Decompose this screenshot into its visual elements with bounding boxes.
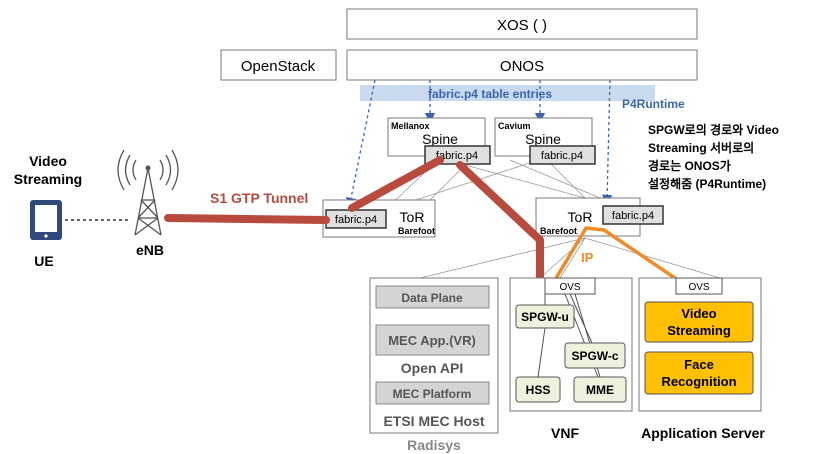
tor-right-name: ToR bbox=[568, 209, 593, 225]
onos-note: SPGW로의 경로와 Video Streaming 서버로의 경로는 ONOS… bbox=[648, 122, 779, 191]
mme-box bbox=[573, 376, 627, 403]
tor-right-pipeline-box bbox=[602, 205, 664, 225]
app-ovs-box bbox=[675, 277, 723, 295]
spine-mellanox-pipeline: fabric.p4 bbox=[436, 150, 478, 162]
spine-cavium-pipeline: fabric.p4 bbox=[541, 150, 583, 162]
tor-left-pipeline: fabric.p4 bbox=[335, 214, 377, 226]
ran-title-line-2: Streaming bbox=[14, 171, 82, 187]
mec-app-box bbox=[375, 324, 490, 356]
open-api-label: Open API bbox=[401, 360, 464, 376]
spine-cavium-pipeline-box bbox=[529, 145, 596, 165]
xos-label: XOS ( ) bbox=[497, 17, 547, 34]
mec-app-label: MEC App.(VR) bbox=[388, 333, 476, 348]
mec-platform-label: MEC Platform bbox=[393, 387, 472, 401]
face-recognition-line-1: Face bbox=[684, 357, 714, 372]
mec-host-label: ETSI MEC Host bbox=[383, 413, 484, 429]
openstack-label: OpenStack bbox=[241, 58, 316, 75]
ran-title-line-1: Video bbox=[29, 153, 67, 169]
openstack-box bbox=[220, 49, 337, 81]
p4runtime-arrows bbox=[345, 79, 613, 209]
app-server-label: Application Server bbox=[641, 425, 765, 441]
video-streaming-line-1: Video bbox=[681, 306, 716, 321]
spgw-u-label: SPGW-u bbox=[521, 310, 569, 324]
data-plane-label: Data Plane bbox=[401, 291, 463, 305]
tor-right-vendor: Barefoot bbox=[540, 226, 577, 236]
app-ovs-label: OVS bbox=[688, 282, 709, 293]
spine-mellanox-name: Spine bbox=[422, 131, 458, 147]
note-line-2: Streaming 서버로의 bbox=[648, 140, 754, 155]
video-streaming-line-2: Streaming bbox=[667, 323, 731, 338]
onos-label: ONOS bbox=[500, 58, 544, 75]
tower-antenna bbox=[145, 165, 151, 171]
tower-icon bbox=[117, 149, 179, 236]
spgw-c-label: SPGW-c bbox=[571, 349, 618, 363]
mec-platform-box bbox=[375, 381, 490, 405]
phone-icon bbox=[30, 200, 62, 240]
tor-left-vendor: Barefoot bbox=[398, 226, 435, 236]
face-recognition-line-2: Recognition bbox=[661, 374, 736, 389]
mec-vendor-label: Radisys bbox=[407, 437, 461, 453]
spgw-c-box bbox=[564, 342, 626, 369]
spgw-u-box bbox=[515, 304, 575, 329]
onos-box bbox=[346, 49, 698, 81]
data-plane-box bbox=[375, 285, 490, 309]
s1-gtp-label: S1 GTP Tunnel bbox=[210, 190, 308, 206]
spine-cavium-name: Spine bbox=[525, 131, 561, 147]
tor-left-name: ToR bbox=[400, 209, 425, 225]
ip-path bbox=[541, 226, 698, 301]
vnf-label: VNF bbox=[551, 425, 579, 441]
note-line-3: 경로는 ONOS가 bbox=[648, 158, 731, 173]
p4runtime-label: P4Runtime bbox=[622, 97, 685, 111]
table-entries-label: fabric.p4 table entries bbox=[428, 87, 552, 101]
face-recognition-box bbox=[644, 351, 754, 395]
enb-label: eNB bbox=[136, 242, 164, 258]
vnf-ovs-label: OVS bbox=[559, 282, 580, 293]
video-streaming-box bbox=[644, 301, 754, 343]
tor-right-pipeline: fabric.p4 bbox=[612, 210, 654, 222]
ue-label: UE bbox=[34, 253, 53, 269]
spine-mellanox-vendor: Mellanox bbox=[391, 121, 430, 131]
table-entries-banner bbox=[360, 85, 655, 101]
note-line-1: SPGW로의 경로와 Video bbox=[648, 122, 779, 137]
mme-label: MME bbox=[586, 383, 614, 397]
xos-box bbox=[346, 8, 698, 40]
note-line-4: 설정해줌 (P4Runtime) bbox=[648, 176, 766, 191]
spine-cavium-vendor: Cavium bbox=[498, 121, 531, 131]
hss-label: HSS bbox=[526, 383, 551, 397]
ip-label: IP bbox=[581, 250, 594, 265]
hss-box bbox=[515, 376, 561, 403]
